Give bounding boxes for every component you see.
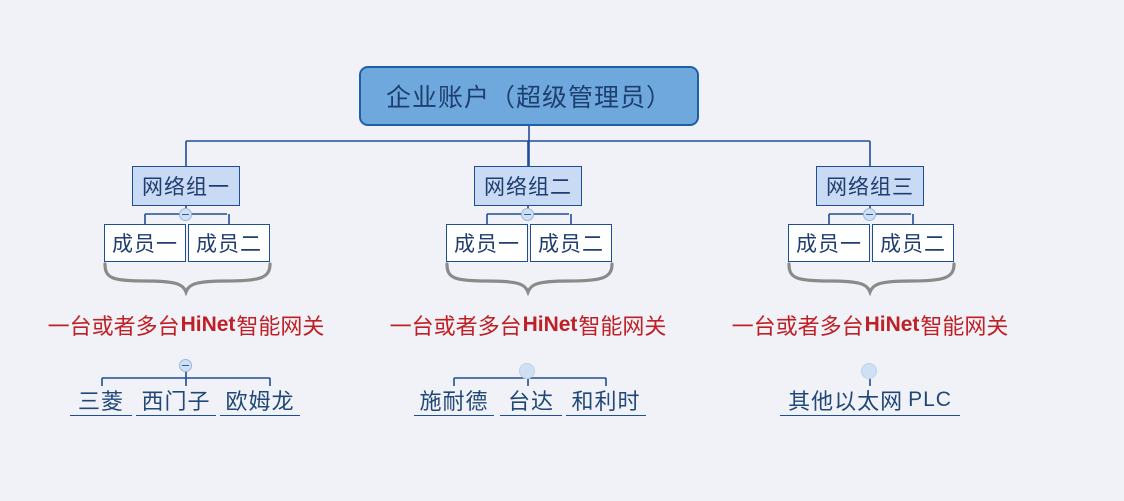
- gateway-caption-suffix-3: 智能网关: [920, 314, 1009, 339]
- group-node-2[interactable]: 网络组二: [474, 166, 582, 206]
- collapse-minus-icon-group-3[interactable]: [863, 208, 876, 221]
- device-node-2-2[interactable]: 台达: [500, 385, 562, 416]
- device-node-2-1[interactable]: 施耐德: [414, 385, 494, 416]
- group-node-3[interactable]: 网络组三: [816, 166, 924, 206]
- device-node-1-2[interactable]: 西门子: [136, 385, 216, 416]
- member-node-3-2[interactable]: 成员二: [872, 224, 954, 262]
- device-node-2-3[interactable]: 和利时: [566, 385, 646, 416]
- root-node-enterprise-account[interactable]: 企业账户（超级管理员）: [359, 66, 699, 126]
- gateway-caption-suffix-2: 智能网关: [578, 314, 667, 339]
- device-node-3-1-cn: 其他以太网: [788, 389, 904, 414]
- collapse-dot-icon-devices-2[interactable]: [519, 363, 535, 379]
- device-node-3-1-en: PLC: [908, 388, 952, 411]
- gateway-caption-prefix-2: 一台或者多台: [389, 314, 522, 339]
- collapse-minus-icon-group-1[interactable]: [179, 208, 192, 221]
- gateway-caption-suffix-1: 智能网关: [236, 314, 325, 339]
- gateway-caption-brand-3: HiNet: [864, 313, 920, 336]
- member-node-3-1[interactable]: 成员一: [788, 224, 870, 262]
- group-node-1[interactable]: 网络组一: [132, 166, 240, 206]
- member-node-2-1[interactable]: 成员一: [446, 224, 528, 262]
- member-node-1-2[interactable]: 成员二: [188, 224, 270, 262]
- collapse-minus-icon-group-2[interactable]: [521, 208, 534, 221]
- gateway-caption-prefix-3: 一台或者多台: [731, 314, 864, 339]
- gateway-caption-prefix-1: 一台或者多台: [47, 314, 180, 339]
- collapse-minus-icon-devices-1[interactable]: [179, 359, 192, 372]
- device-node-1-1[interactable]: 三菱: [70, 385, 132, 416]
- member-node-1-1[interactable]: 成员一: [104, 224, 186, 262]
- gateway-caption-brand-2: HiNet: [522, 313, 578, 336]
- collapse-dot-icon-devices-3[interactable]: [861, 363, 877, 379]
- gateway-caption-brand-1: HiNet: [180, 313, 236, 336]
- device-node-1-3[interactable]: 欧姆龙: [220, 385, 300, 416]
- member-node-2-2[interactable]: 成员二: [530, 224, 612, 262]
